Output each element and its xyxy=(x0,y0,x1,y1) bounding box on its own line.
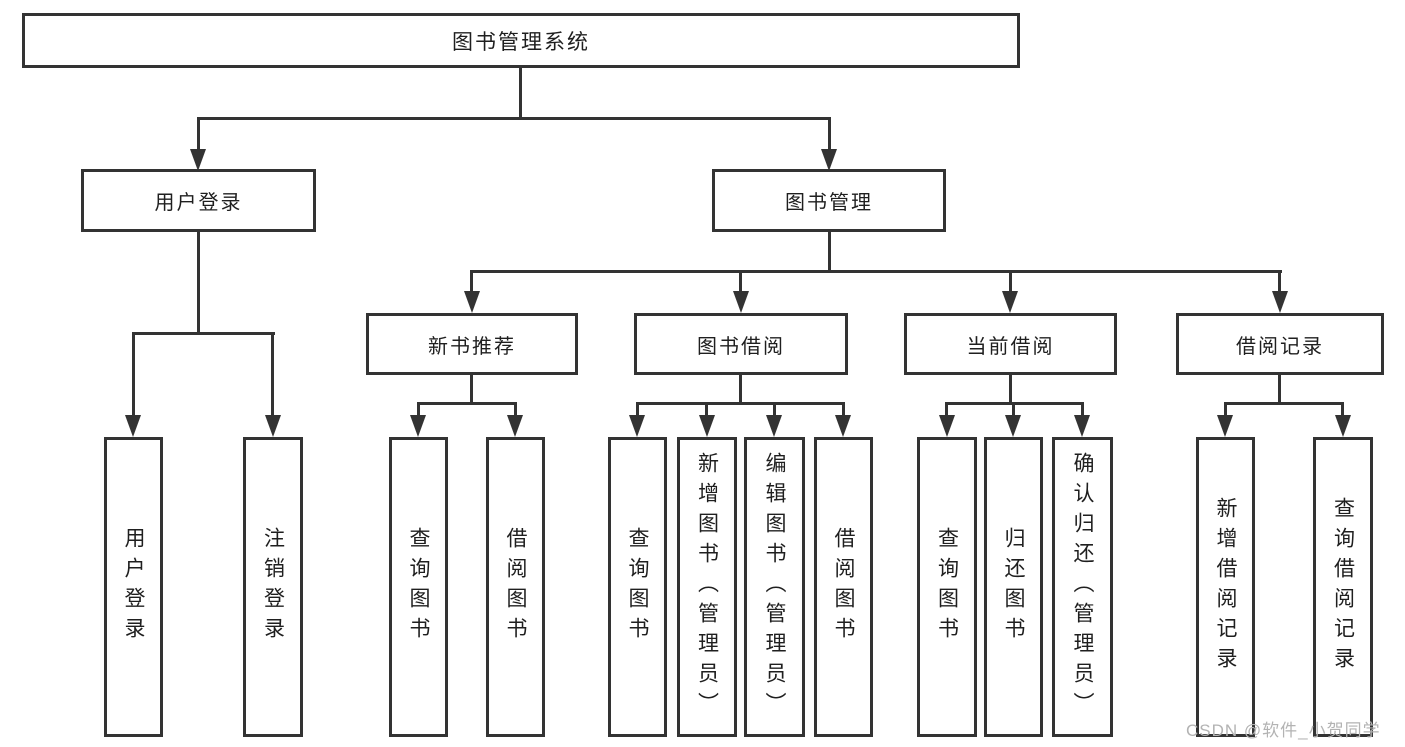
arrow-down-icon xyxy=(733,291,749,313)
leaf-label: 查询图书 xyxy=(935,527,959,647)
connector-drop-leaf xyxy=(1012,402,1015,417)
connector-drop-borrow-records xyxy=(1278,270,1281,293)
arrow-down-icon xyxy=(1074,415,1090,437)
leaf-label: 新增图书（管理员） xyxy=(695,452,719,722)
connector-drop-leaf xyxy=(842,402,845,417)
arrow-down-icon xyxy=(265,415,281,437)
leaf-label: 编辑图书（管理员） xyxy=(763,452,786,722)
leaf-user-login: 用户登录 xyxy=(104,437,163,737)
leaf-query-books-borrowing: 查询图书 xyxy=(608,437,667,737)
arrow-down-icon xyxy=(464,291,480,313)
leaf-query-books-recommend: 查询图书 xyxy=(389,437,448,737)
arrow-down-icon xyxy=(1335,415,1351,437)
connector-drop-leaf xyxy=(1224,402,1227,417)
connector-stem xyxy=(1009,375,1012,405)
leaf-label: 新增借阅记录 xyxy=(1214,497,1237,677)
connector-drop-new-book xyxy=(470,270,473,293)
connector-drop-leaf xyxy=(271,332,274,417)
connector-drop-leaf xyxy=(132,332,135,417)
connector-drop-leaf xyxy=(773,402,776,417)
leaf-query-borrow-record: 查询借阅记录 xyxy=(1313,437,1373,737)
leaf-borrow-books-recommend: 借阅图书 xyxy=(486,437,545,737)
connector-book-mgmt-stem xyxy=(828,232,831,273)
connector-drop-leaf xyxy=(1341,402,1344,417)
leaf-label: 确认归还（管理员） xyxy=(1071,452,1094,722)
node-label: 借阅记录 xyxy=(1236,335,1324,358)
node-user-login: 用户登录 xyxy=(81,169,316,232)
connector-drop-leaf xyxy=(417,402,420,417)
node-label: 图书管理 xyxy=(785,192,873,214)
leaf-label: 查询图书 xyxy=(626,527,649,647)
arrow-down-icon xyxy=(1005,415,1021,437)
leaf-add-books-admin: 新增图书（管理员） xyxy=(677,437,737,737)
leaf-add-borrow-record: 新增借阅记录 xyxy=(1196,437,1255,737)
connector-rail xyxy=(417,402,517,405)
arrow-down-icon xyxy=(766,415,782,437)
arrow-down-icon xyxy=(1272,291,1288,313)
leaf-query-books-current: 查询图书 xyxy=(917,437,977,737)
node-borrow-records: 借阅记录 xyxy=(1176,313,1384,375)
node-book-management: 图书管理 xyxy=(712,169,946,232)
connector-rail xyxy=(1224,402,1344,405)
arrow-down-icon xyxy=(190,149,206,171)
arrow-down-icon xyxy=(1217,415,1233,437)
node-new-book-recommendation: 新书推荐 xyxy=(366,313,578,375)
leaf-label: 借阅图书 xyxy=(832,527,855,647)
arrow-down-icon xyxy=(939,415,955,437)
leaf-label: 归还图书 xyxy=(1002,527,1025,647)
node-label: 当前借阅 xyxy=(966,335,1055,358)
leaf-return-books: 归还图书 xyxy=(984,437,1043,737)
arrow-down-icon xyxy=(1002,291,1018,313)
node-label: 图书借阅 xyxy=(697,335,785,358)
csdn-watermark: CSDN @软件_小贺同学 xyxy=(1186,721,1381,740)
connector-drop-leaf xyxy=(945,402,948,417)
node-library-management-system: 图书管理系统 xyxy=(22,13,1020,68)
connector-drop-user-login xyxy=(197,117,200,151)
leaf-label: 用户登录 xyxy=(122,527,145,647)
arrow-down-icon xyxy=(629,415,645,437)
arrow-down-icon xyxy=(699,415,715,437)
connector-drop-book-borrowing xyxy=(739,270,742,293)
leaf-borrow-books-borrowing: 借阅图书 xyxy=(814,437,873,737)
connector-stem xyxy=(739,375,742,405)
node-label: 用户登录 xyxy=(154,192,243,214)
leaf-label: 注销登录 xyxy=(261,527,285,647)
connector-drop-leaf xyxy=(1081,402,1084,417)
arrow-down-icon xyxy=(821,149,837,171)
connector-user-login-stem xyxy=(197,232,200,335)
arrow-down-icon xyxy=(410,415,426,437)
leaf-logout: 注销登录 xyxy=(243,437,303,737)
arrow-down-icon xyxy=(125,415,141,437)
connector-drop-leaf xyxy=(705,402,708,417)
connector-drop-leaf xyxy=(514,402,517,417)
leaf-label: 借阅图书 xyxy=(504,527,527,647)
node-book-borrowing: 图书借阅 xyxy=(634,313,848,375)
node-label: 新书推荐 xyxy=(428,335,516,358)
connector-user-login-rail xyxy=(132,332,275,335)
connector-book-mgmt-rail xyxy=(470,270,1282,273)
connector-root-rail xyxy=(197,117,831,120)
connector-drop-book-management xyxy=(828,117,831,151)
node-current-borrowing: 当前借阅 xyxy=(904,313,1117,375)
connector-drop-leaf xyxy=(636,402,639,417)
node-label: 图书管理系统 xyxy=(452,30,590,54)
leaf-label: 查询借阅记录 xyxy=(1331,497,1355,677)
leaf-edit-books-admin: 编辑图书（管理员） xyxy=(744,437,805,737)
connector-stem xyxy=(470,375,473,405)
connector-stem xyxy=(1278,375,1281,405)
leaf-label: 查询图书 xyxy=(407,527,430,647)
connector-root-stem xyxy=(519,68,522,120)
arrow-down-icon xyxy=(835,415,851,437)
connector-drop-current-borrowing xyxy=(1009,270,1012,293)
connector-rail xyxy=(636,402,845,405)
leaf-confirm-return-admin: 确认归还（管理员） xyxy=(1052,437,1113,737)
arrow-down-icon xyxy=(507,415,523,437)
